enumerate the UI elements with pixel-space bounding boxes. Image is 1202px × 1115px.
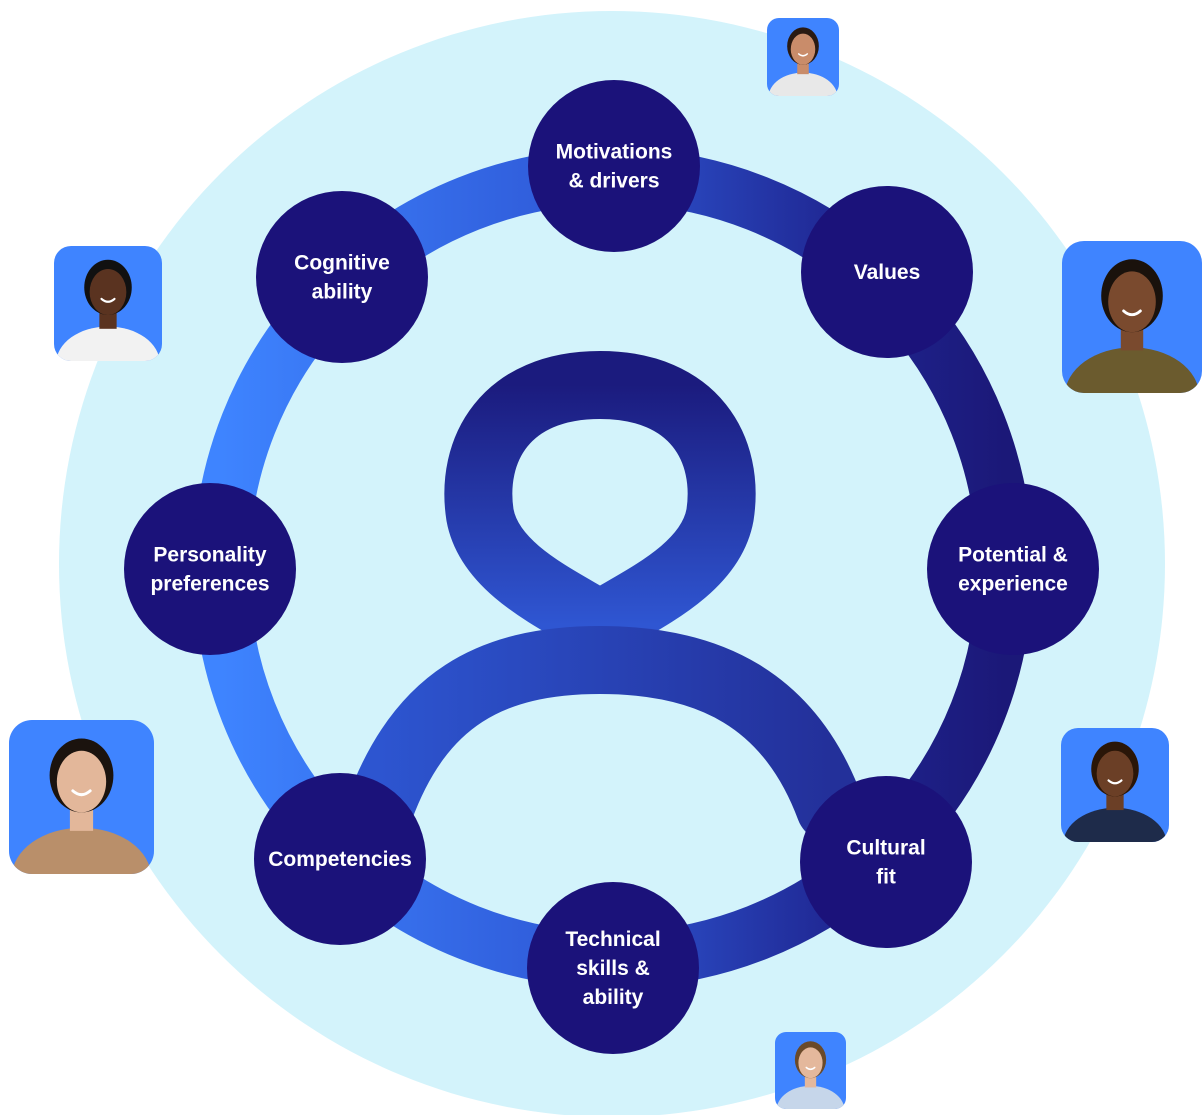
node-circle: [528, 80, 700, 252]
node-motivations: Motivations & drivers: [528, 80, 700, 252]
node-label: & drivers: [568, 170, 659, 193]
node-label: Motivations: [556, 141, 673, 164]
node-label: ability: [312, 281, 373, 304]
node-label: Technical: [565, 928, 660, 951]
node-label: Potential &: [958, 544, 1068, 567]
person-photo-icon: [56, 259, 160, 361]
node-circle: [927, 483, 1099, 655]
node-label: preferences: [150, 573, 269, 596]
node-label: Values: [854, 261, 921, 284]
node-cognitive: Cognitive ability: [256, 191, 428, 363]
node-competencies: Competencies: [254, 773, 426, 945]
node-circle: [124, 483, 296, 655]
node-values: Values: [801, 186, 973, 358]
avatar-right-upper: [1062, 241, 1202, 393]
node-potential: Potential & experience: [927, 483, 1099, 655]
person-photo-icon: [1063, 741, 1167, 842]
node-label: experience: [958, 573, 1068, 596]
node-label: skills &: [576, 957, 650, 980]
person-photo-icon: [1064, 259, 1200, 393]
node-circle: [527, 882, 699, 1054]
node-circle: [800, 776, 972, 948]
node-personality: Personality preferences: [124, 483, 296, 655]
avatar-left-lower: [9, 720, 154, 874]
node-technical: Technical skills & ability: [527, 882, 699, 1054]
person-photo-icon: [768, 27, 838, 96]
node-circle: [254, 773, 426, 945]
person-photo-icon: [11, 738, 152, 874]
node-circle: [801, 186, 973, 358]
node-label: ability: [583, 986, 644, 1009]
avatar-left-upper: [54, 246, 162, 361]
node-label: Competencies: [268, 848, 412, 871]
person-outline-icon: [346, 351, 864, 842]
avatar-bottom: [775, 1032, 846, 1109]
avatar-top: [767, 18, 839, 96]
avatar-right-lower: [1061, 728, 1169, 842]
person-photo-icon: [776, 1041, 845, 1109]
node-cultural-fit: Cultural fit: [800, 776, 972, 948]
node-label: Cultural: [846, 837, 925, 860]
node-label: Personality: [153, 544, 267, 567]
node-label: fit: [876, 866, 896, 889]
avatars-layer: [9, 18, 1202, 1109]
node-circle: [256, 191, 428, 363]
node-label: Cognitive: [294, 252, 390, 275]
